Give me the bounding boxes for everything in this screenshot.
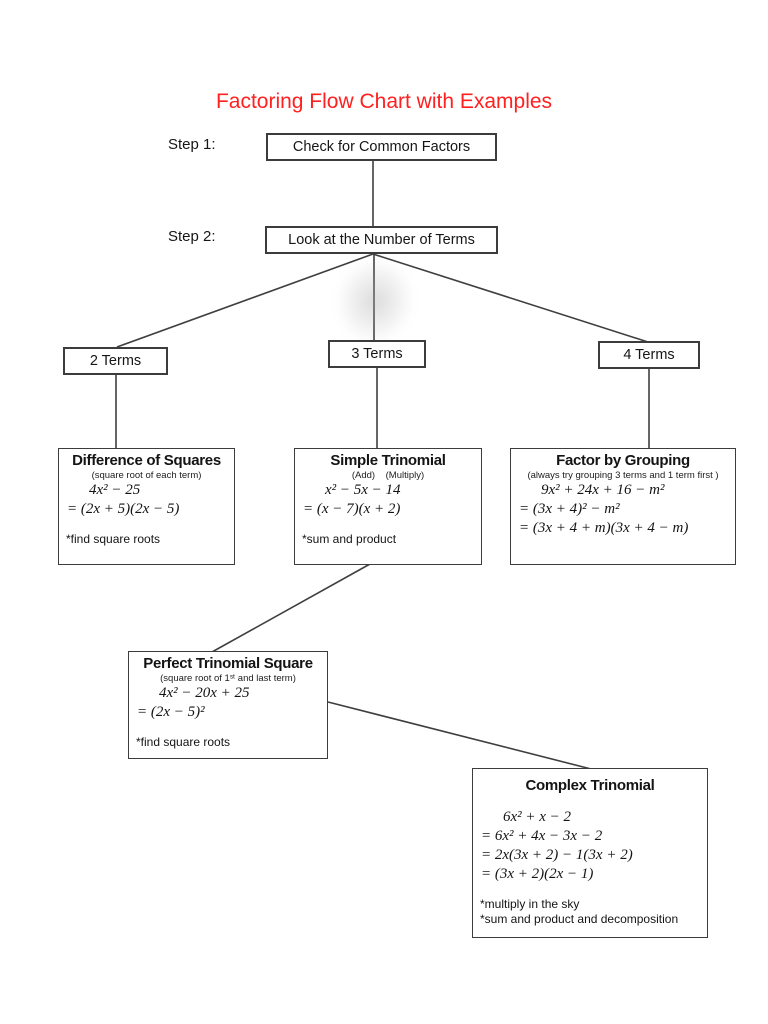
complex-trinomial-title: Complex Trinomial <box>525 777 655 794</box>
math-line: = 2x(3x + 2) − 1(3x + 2) <box>481 847 633 863</box>
branch-3-terms-label: 3 Terms <box>351 346 403 362</box>
connector-simpletri-perfect <box>211 563 371 653</box>
method-box-difference-of-squares: Difference of Squares (square root of ea… <box>58 448 235 565</box>
method-note: *find square roots <box>136 735 231 749</box>
branch-2-terms-label: 2 Terms <box>89 353 142 369</box>
step-1-box-label: Check for Common Factors <box>292 139 471 155</box>
method-box-complex-trinomial: Complex Trinomial 6x² + x − 2 = 6x² + 4x… <box>472 768 708 938</box>
page-title: Factoring Flow Chart with Examples <box>215 90 553 113</box>
branch-4-terms-label: 4 Terms <box>623 347 675 363</box>
math-line: = (3x + 4)² − m² <box>519 501 620 517</box>
math-line: = (x − 7)(x + 2) <box>303 501 401 517</box>
step-1-box: Check for Common Factors <box>266 133 497 161</box>
math-line: 6x² + x − 2 <box>503 809 572 825</box>
simple-trinomial-subtitle: (Add) (Multiply) <box>351 470 425 481</box>
math-line: 4x² − 20x + 25 <box>159 685 250 701</box>
difference-of-squares-title: Difference of Squares <box>72 452 221 469</box>
connector-perfect-complex <box>327 701 596 771</box>
branch-box-4-terms: 4 Terms <box>598 341 700 369</box>
math-line: = (2x − 5)² <box>137 704 205 720</box>
method-box-perfect-trinomial-square: Perfect Trinomial Square (square root of… <box>128 651 328 759</box>
method-note: *find square roots <box>66 532 161 546</box>
branch-box-3-terms: 3 Terms <box>328 340 426 368</box>
perfect-trinomial-square-subtitle: (square root of 1ˢᵗ and last term) <box>160 673 296 684</box>
step-2-box-label: Look at the Number of Terms <box>288 232 475 248</box>
step-2-label: Step 2: <box>168 228 216 245</box>
perfect-trinomial-square-title: Perfect Trinomial Square <box>143 655 313 672</box>
method-note: *sum and product <box>302 532 397 546</box>
method-note: *sum and product and decomposition <box>480 912 679 926</box>
math-line: = (3x + 4 + m)(3x + 4 − m) <box>519 520 689 536</box>
factor-by-grouping-title: Factor by Grouping <box>556 452 690 469</box>
branch-box-2-terms: 2 Terms <box>63 347 168 375</box>
factor-by-grouping-subtitle: (always try grouping 3 terms and 1 term … <box>527 470 719 481</box>
simple-trinomial-title: Simple Trinomial <box>330 452 446 469</box>
method-note: *multiply in the sky <box>480 897 580 911</box>
step-1-label: Step 1: <box>168 136 216 153</box>
connector-step2-4terms <box>372 253 649 343</box>
math-line: = (3x + 2)(2x − 1) <box>481 866 594 882</box>
difference-of-squares-subtitle: (square root of each term) <box>91 470 202 481</box>
method-box-simple-trinomial: Simple Trinomial (Add) (Multiply) x² − 5… <box>294 448 482 565</box>
math-line: 9x² + 24x + 16 − m² <box>541 482 665 498</box>
method-box-factor-by-grouping: Factor by Grouping (always try grouping … <box>510 448 736 565</box>
math-line: x² − 5x − 14 <box>325 482 401 498</box>
math-line: 4x² − 25 <box>89 482 141 498</box>
step-2-box: Look at the Number of Terms <box>265 226 498 254</box>
math-line: = (2x + 5)(2x − 5) <box>67 501 180 517</box>
connector-step2-2terms <box>116 253 374 348</box>
math-line: = 6x² + 4x − 3x − 2 <box>481 828 603 844</box>
